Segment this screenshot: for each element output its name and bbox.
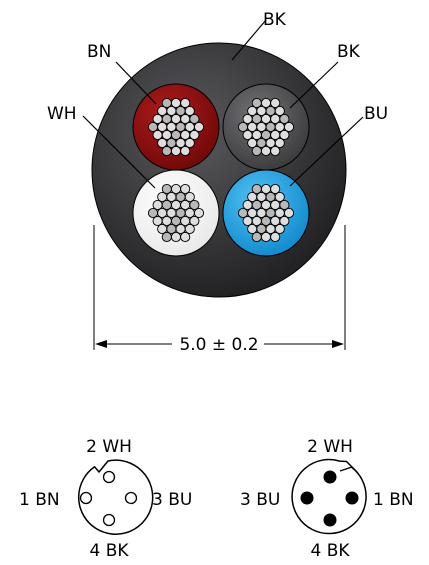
wire-strand [170,231,182,243]
connector-female: 2 WH 1 BN 3 BU 4 BK [19,437,192,561]
wire-strand [180,183,191,195]
pin-2 [323,470,337,484]
dimension-value: 5.0 ± 0.2 [179,335,258,355]
connector-male: 2 WH 3 BU 1 BN 4 BK [240,437,414,561]
wire-strand [180,231,191,243]
dimension-arrow-right [332,340,344,348]
wire-strand [184,105,195,117]
wire-strand [189,113,200,125]
leader-white [82,115,156,189]
wire-strand [180,145,191,157]
core-white-strands [147,183,205,243]
core-brown-strands [147,97,205,157]
wire-strand [260,145,272,157]
label-jacket: BK [263,10,287,30]
wire-strand [279,199,290,211]
dimension: 5.0 ± 0.2 [93,225,346,355]
leader-lines [82,19,364,189]
connector-right-label-bottom: 4 BK [310,541,350,561]
wire-strand [283,121,295,133]
wire-strand [170,145,182,157]
wire-strand [251,145,262,157]
connector-right-label-left: 3 BU [240,490,280,510]
pin-4 [323,513,337,527]
wire-strand [283,207,295,219]
wire-strand [260,231,272,243]
wire-strand [274,191,285,203]
leader-blue [289,116,364,187]
core-blue-strands [237,183,295,243]
wire-strand [270,97,281,109]
connector-male-key-line [339,466,353,472]
pin-2-socket [102,470,116,484]
connector-right-label-right: 1 BN [373,490,414,510]
wire-strand [189,199,200,211]
wire-strand [189,129,200,141]
wire-strand [270,145,281,157]
leader-black [289,61,339,109]
wire-strand [161,145,172,157]
core-blue [222,169,310,257]
pin-1 [345,491,359,505]
wire-strand [251,231,262,243]
core-black [222,83,310,171]
cable-labels: BK BN BK WH BU [47,10,388,124]
connector-male-outline [291,458,367,535]
pin-3 [300,491,314,505]
connector-left-label-top: 2 WH [86,437,132,457]
wire-strand [161,231,172,243]
pin-4-socket [102,513,116,527]
wire-strand [189,215,200,227]
wire-strand [193,121,205,133]
wire-strand [274,137,285,149]
core-brown [132,83,220,171]
label-black: BK [337,42,361,62]
label-white: WH [47,104,77,124]
wire-strand [279,215,290,227]
cable-cross-section [91,42,347,298]
connector-left-label-bottom: 4 BK [89,541,129,561]
wire-strand [279,113,290,125]
connector-female-outline [77,459,154,535]
leader-brown [115,61,157,105]
connector-right-label-top: 2 WH [307,437,353,457]
pin-1-socket [79,491,93,505]
leader-jacket [231,19,267,61]
wire-strand [274,105,285,117]
wire-strand [270,231,281,243]
pin-3-socket [124,491,138,505]
wire-strand [184,191,195,203]
core-black-strands [237,97,295,157]
wire-strand [193,207,205,219]
label-blue: BU [364,104,388,124]
wire-strand [279,129,290,141]
wire-strand [270,183,281,195]
wire-strand [274,223,285,235]
label-brown: BN [87,42,111,62]
wire-strand [184,223,195,235]
connector-left-label-right: 3 BU [152,490,192,510]
dimension-arrow-left [95,340,107,348]
wire-strand [184,137,195,149]
cable-jacket [91,42,347,298]
connector-left-label-left: 1 BN [19,490,60,510]
wire-strand [180,97,191,109]
core-white [132,169,220,257]
